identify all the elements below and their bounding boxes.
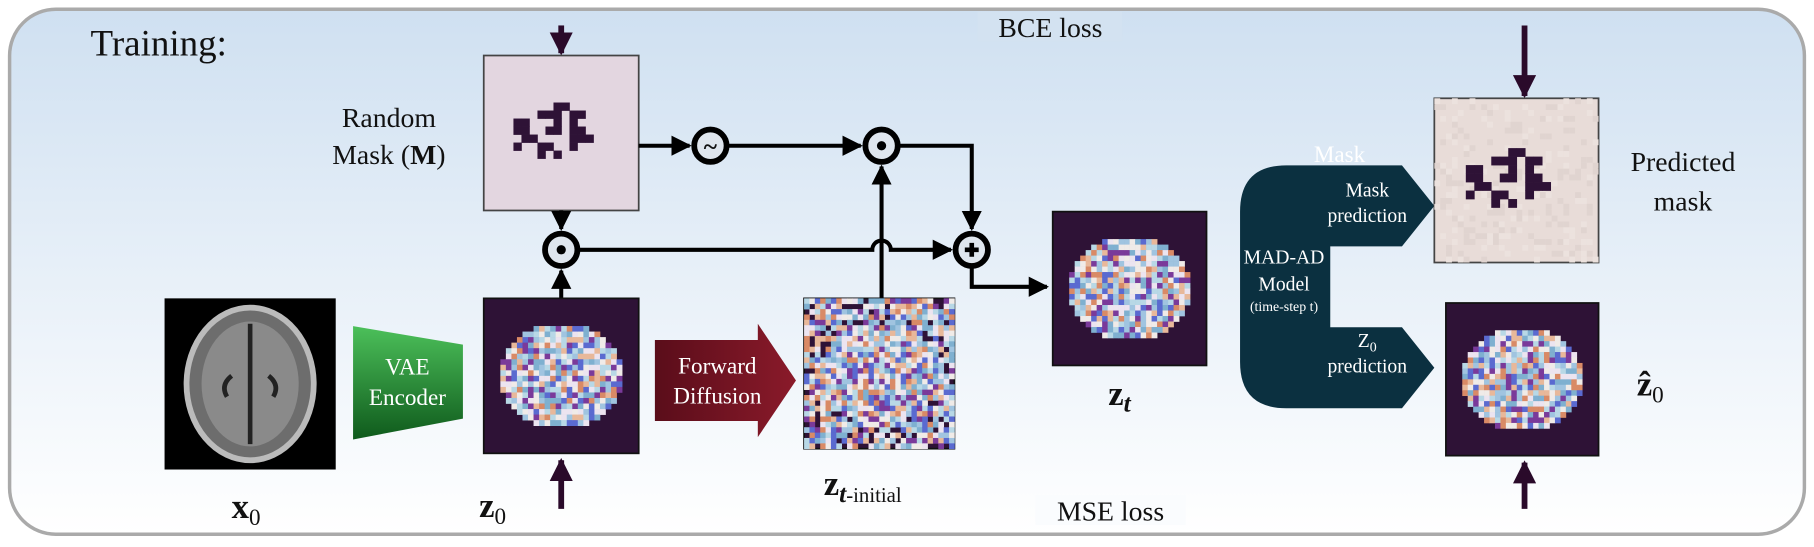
connection-wires: [551, 135, 1049, 299]
add-operator: [952, 230, 991, 269]
encoder-label-line1: VAE: [385, 355, 430, 381]
bce-loss-label: BCE loss: [998, 13, 1102, 44]
bce-loss-path: BCE loss: [549, 11, 1537, 99]
model-name-line2: Model: [1258, 273, 1310, 295]
mse-loss-path: MSE loss: [549, 457, 1537, 527]
diffusion-label-line1: Forward: [678, 354, 757, 380]
model-name-line1: MAD-AD: [1244, 247, 1325, 269]
noise-operator: ~: [691, 126, 730, 165]
z0-label: z0: [479, 486, 506, 530]
panel-title: Training:: [91, 24, 227, 65]
zt-initial-latent-image: [803, 297, 956, 450]
predicted-mask-image: [1433, 97, 1600, 264]
mad-ad-model-block: Mask Mask prediction MAD-AD Model (time-…: [1240, 142, 1435, 409]
z0-head-line1: Z0: [1358, 330, 1377, 356]
random-mask-label-line1: Random: [342, 103, 436, 134]
mask-head-line2: prediction: [1327, 205, 1407, 227]
hadamard-operator-top: [862, 126, 901, 165]
x0-label: x0: [232, 487, 261, 531]
zt-label: zt: [1108, 374, 1131, 418]
zt-latent-image: [1051, 210, 1208, 367]
vae-encoder-block: VAE Encoder: [353, 326, 463, 440]
ghost-mask-label: Mask: [1314, 142, 1366, 168]
encoder-label-line2: Encoder: [369, 385, 446, 411]
diffusion-label-line2: Diffusion: [673, 384, 762, 410]
forward-diffusion-block: Forward Diffusion: [654, 323, 796, 438]
random-mask-image: [482, 54, 640, 212]
z0-hat-latent-image: [1445, 302, 1600, 457]
hadamard-operator-bottom: [542, 230, 581, 269]
predicted-mask-label-line1: Predicted: [1631, 147, 1736, 178]
mask-head-line1: Mask: [1345, 180, 1389, 202]
zt-initial-label: zt-initial: [824, 464, 902, 508]
z0-latent-image: [482, 297, 640, 455]
z0-hat-label: ẑ0: [1637, 365, 1664, 409]
z0-head-line2: prediction: [1327, 355, 1407, 377]
tilde-icon: ~: [704, 132, 718, 161]
random-mask-label-line2: Mask (M): [332, 140, 445, 171]
mri-input-image: [164, 298, 336, 470]
predicted-mask-label-line2: mask: [1654, 186, 1713, 217]
model-name-line3: (time-step t): [1250, 300, 1318, 315]
mse-loss-label: MSE loss: [1057, 496, 1164, 527]
